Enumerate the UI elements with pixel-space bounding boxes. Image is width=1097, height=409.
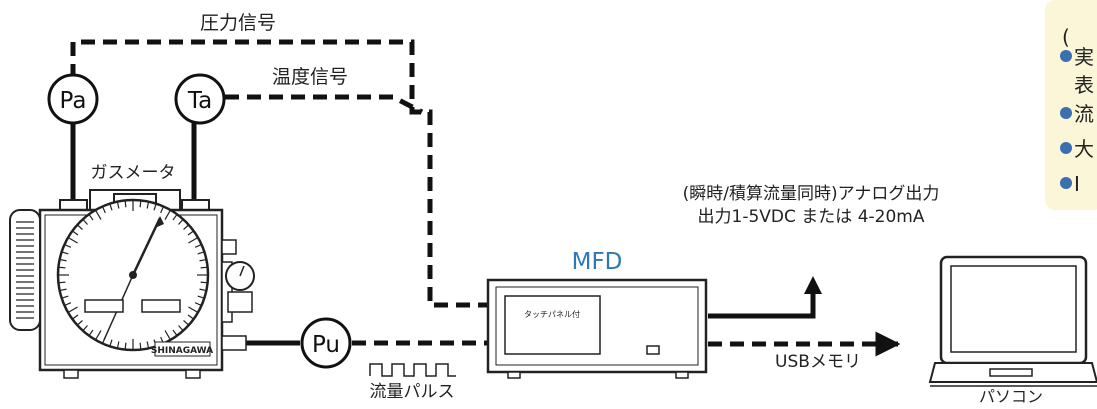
touch-panel-label: タッチパネル付 xyxy=(524,309,580,319)
side-note-item: 大 xyxy=(1060,137,1094,161)
usb-port-icon xyxy=(646,345,660,355)
pulse-waveform-icon xyxy=(369,363,456,377)
pressure-signal-label: 圧力信号 xyxy=(200,12,276,34)
side-note-text: 表 xyxy=(1074,73,1094,97)
counter-window xyxy=(141,299,181,313)
laptop-icon xyxy=(928,255,1097,387)
analog-output-label: (瞬時/積算流量同時)アナログ出力 xyxy=(683,184,940,204)
dial-ticks xyxy=(58,200,208,350)
counter-window xyxy=(84,299,124,313)
ta-circle xyxy=(174,73,226,125)
side-note-text: 実 xyxy=(1074,45,1094,69)
temperature-signal-label: 温度信号 xyxy=(272,66,348,88)
bullet-icon xyxy=(1060,142,1072,154)
usb-memory-label: USBメモリ xyxy=(775,352,861,372)
analog-arrow-icon xyxy=(804,276,822,294)
analog-output-spec: 出力1-5VDC または 4-20mA xyxy=(698,207,925,227)
temperature-signal-line xyxy=(225,94,424,115)
pressure-signal-line xyxy=(70,39,488,308)
ta-label: Ta xyxy=(187,88,212,114)
bullet-icon xyxy=(1060,50,1072,62)
side-note-text: I xyxy=(1074,172,1080,196)
pa-label: Pa xyxy=(60,88,87,114)
pu-sensor: Pu xyxy=(300,317,352,369)
pa-sensor: Pa xyxy=(47,73,99,125)
side-note-item: 流 xyxy=(1060,102,1094,126)
flow-pulse-label: 流量パルス xyxy=(370,382,455,402)
gas-meter-device: SHINAGAWA xyxy=(9,189,255,379)
gas-meter-brand-logo: SHINAGAWA xyxy=(151,346,213,356)
bullet-icon xyxy=(1060,107,1072,119)
mfd-device: タッチパネル付 xyxy=(486,278,708,379)
side-note-item: ( xyxy=(1062,25,1070,49)
gas-meter-label: ガスメータ xyxy=(91,163,176,183)
analog-output-line xyxy=(708,290,816,319)
side-note-item: 表 xyxy=(1074,73,1094,97)
side-note-text: 大 xyxy=(1074,137,1094,161)
pa-circle xyxy=(47,73,99,125)
bullet-icon xyxy=(1060,177,1072,189)
side-note-panel: ( 実 表 流 大 I xyxy=(1045,0,1097,210)
mfd-label: MFD xyxy=(572,249,623,275)
side-note-text: 流 xyxy=(1074,102,1094,126)
side-note-text: ( xyxy=(1062,25,1070,49)
side-note-item: 実 xyxy=(1060,45,1094,69)
side-note-item: I xyxy=(1060,172,1080,196)
pu-label: Pu xyxy=(312,332,340,358)
pc-label: パソコン xyxy=(979,387,1043,405)
ta-sensor: Ta xyxy=(174,73,226,125)
mfd-touch-panel xyxy=(504,295,601,355)
pu-circle xyxy=(300,317,352,369)
